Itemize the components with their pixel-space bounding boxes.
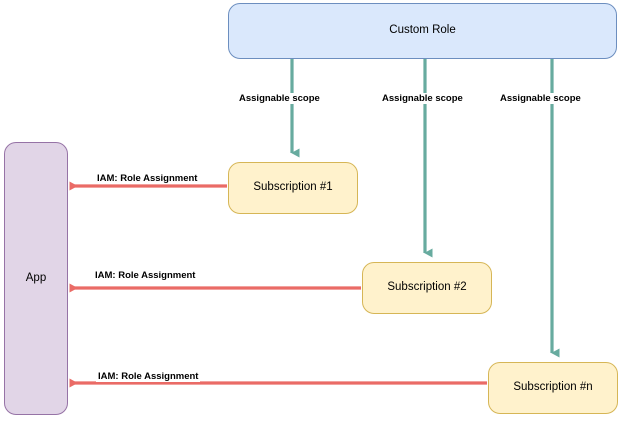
node-subscription-2[interactable]: Subscription #2 <box>362 262 492 314</box>
node-custom-role[interactable]: Custom Role <box>228 3 617 59</box>
node-subscription-1[interactable]: Subscription #1 <box>228 162 358 214</box>
edge-label-assignable-scope-1: Assignable scope <box>237 93 322 104</box>
node-app-label: App <box>25 271 47 284</box>
edge-label-assignable-scope-3: Assignable scope <box>498 93 583 104</box>
node-app[interactable]: App <box>4 142 68 415</box>
edge-label-iam-role-assignment-1: IAM: Role Assignment <box>95 173 200 184</box>
edge-label-iam-role-assignment-3: IAM: Role Assignment <box>96 371 201 382</box>
node-subscription-n[interactable]: Subscription #n <box>488 362 618 414</box>
node-subscription-1-label: Subscription #1 <box>253 181 333 194</box>
node-custom-role-label: Custom Role <box>389 24 456 37</box>
node-subscription-2-label: Subscription #2 <box>387 281 467 294</box>
edge-label-assignable-scope-2: Assignable scope <box>380 93 465 104</box>
edge-label-iam-role-assignment-2: IAM: Role Assignment <box>93 270 198 281</box>
node-subscription-n-label: Subscription #n <box>513 381 593 394</box>
